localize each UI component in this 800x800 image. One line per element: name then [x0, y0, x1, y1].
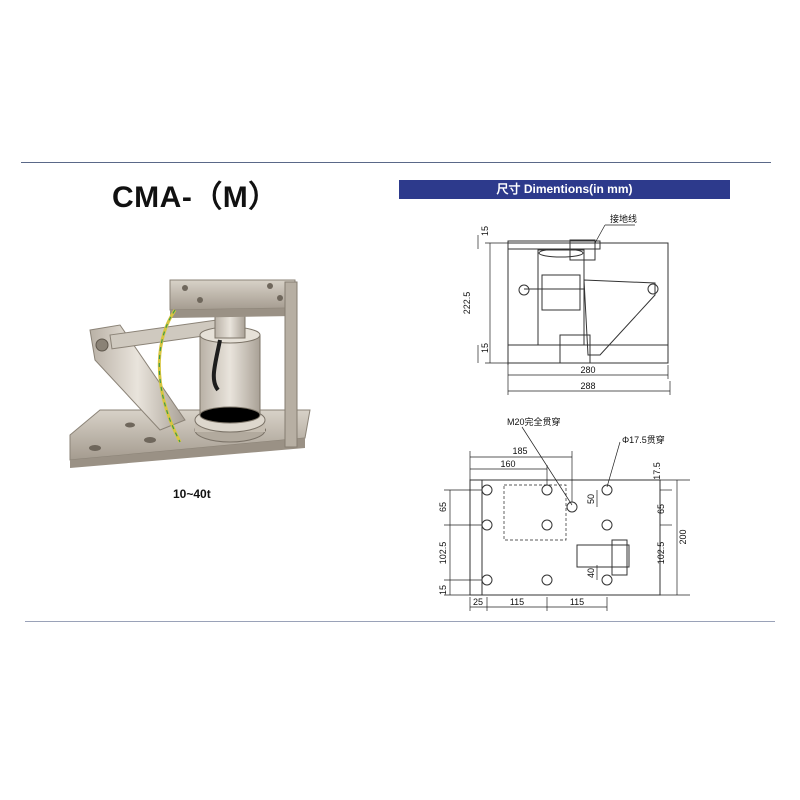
product-title: CMA-（M） — [112, 181, 279, 214]
top-divider — [21, 162, 771, 163]
weighing-module-illustration — [69, 279, 311, 468]
side-bottom-offset: 15 — [480, 343, 490, 353]
top-bottom-115-a: 115 — [510, 597, 524, 607]
ground-wire-label: 接地线 — [610, 213, 637, 224]
top-right-102-5: 102.5 — [656, 542, 666, 565]
top-left-102-5: 102.5 — [438, 542, 448, 565]
top-bottom-25: 25 — [473, 597, 483, 607]
right-side-plate — [284, 281, 298, 448]
side-height-total: 222.5 — [462, 292, 472, 315]
top-width-185: 185 — [512, 446, 527, 456]
top-plate — [169, 279, 296, 311]
top-view-drawing: 185 160 M20完全贯穿 Φ17.5贯穿 65 102.5 15 17.5… — [438, 416, 690, 611]
top-width-160: 160 — [500, 459, 515, 469]
top-right-65: 65 — [656, 504, 666, 514]
top-left-65: 65 — [438, 502, 448, 512]
top-left-15: 15 — [438, 585, 448, 595]
top-inner-50: 50 — [586, 494, 596, 504]
hole-m20-label: M20完全贯穿 — [507, 416, 561, 427]
side-view-drawing: 接地线 222.5 15 15 280 288 — [462, 213, 671, 395]
top-inner-40: 40 — [586, 568, 596, 578]
hole-phi-label: Φ17.5贯穿 — [622, 434, 665, 445]
side-top-offset: 15 — [480, 226, 490, 236]
top-bottom-115-b: 115 — [570, 597, 584, 607]
top-right-17-5: 17.5 — [652, 462, 662, 480]
side-width-inner: 280 — [580, 365, 595, 375]
capacity-label: 10~40t — [173, 487, 211, 501]
load-cell — [199, 334, 261, 416]
top-right-200: 200 — [678, 529, 688, 544]
bottom-divider — [25, 621, 775, 622]
side-width-outer: 288 — [580, 381, 595, 391]
dimensions-header: 尺寸 Dimentions(in mm) — [399, 180, 730, 199]
